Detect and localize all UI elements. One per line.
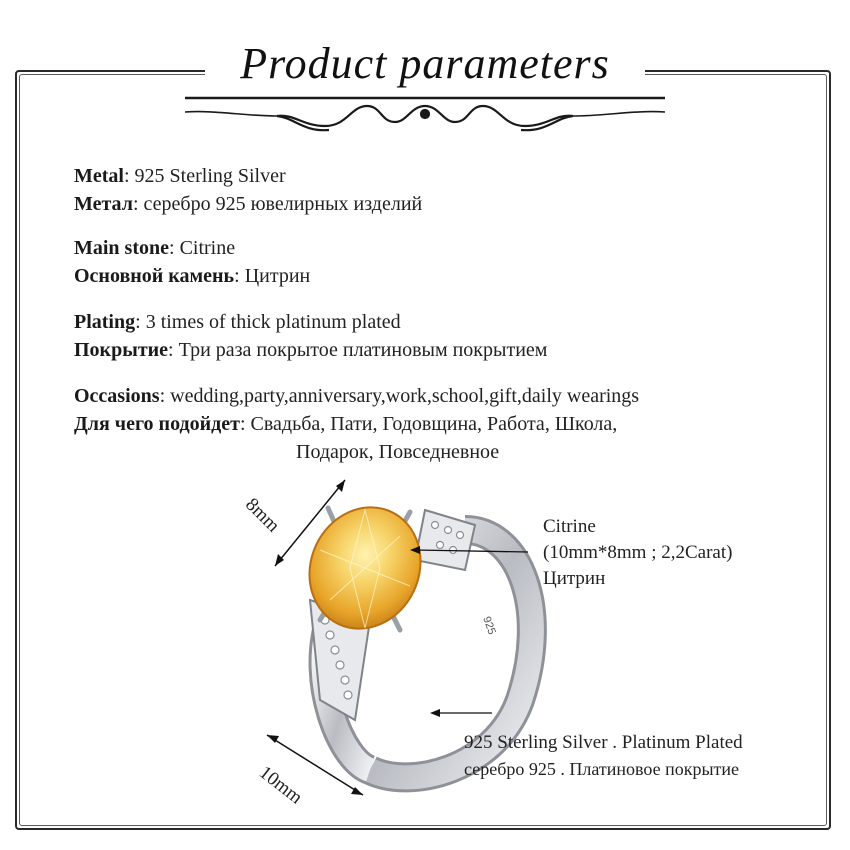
spec-value: Citrine bbox=[179, 237, 236, 259]
spec-label: Main stone bbox=[74, 237, 169, 259]
spec-metal-ru: Метал: серебро 925 ювелирных изделий bbox=[74, 191, 422, 217]
stone-size-label: (10mm*8mm ; 2,2Carat) bbox=[543, 542, 733, 563]
page-title: Product parameters bbox=[240, 39, 610, 88]
band-label-ru: серебро 925 . Платиновое покрытие bbox=[464, 759, 740, 779]
spec-label: Метал bbox=[74, 193, 133, 215]
spec-value: 3 times of thick platinum plated bbox=[145, 311, 401, 333]
arrow-head-icon bbox=[430, 709, 440, 717]
arrow-head-icon bbox=[336, 480, 345, 492]
leader-line-stone bbox=[414, 549, 529, 553]
spec-occasions-ru: Для чего подойдет: Свадьба, Пати, Годовщ… bbox=[74, 411, 617, 437]
spec-separator: : bbox=[123, 165, 135, 187]
band-stamp-text: 925 bbox=[480, 615, 498, 636]
arrow-head-icon bbox=[267, 735, 279, 743]
dimension-line-8mm bbox=[274, 479, 346, 567]
stone-label-en: Citrine bbox=[543, 516, 596, 537]
stone-label-ru: Цитрин bbox=[543, 568, 606, 589]
spec-stone-ru: Основной камень: Цитрин bbox=[74, 263, 310, 289]
spec-separator: : bbox=[132, 193, 144, 215]
dimension-line-10mm bbox=[266, 734, 364, 796]
spec-occasions-ru-continuation: Подарок, Повседневное bbox=[296, 441, 500, 463]
spec-separator: : bbox=[135, 311, 146, 333]
spec-separator: : bbox=[159, 385, 171, 407]
spec-metal-en: Metal: 925 Sterling Silver bbox=[74, 163, 286, 189]
spec-value: Три раза покрытое платиновым покрытием bbox=[178, 339, 548, 361]
spec-label: Для чего подойдет bbox=[74, 413, 240, 435]
spec-separator: : bbox=[168, 339, 179, 361]
spec-label: Metal bbox=[74, 165, 124, 187]
spec-label: Plating bbox=[74, 311, 136, 333]
arrow-head-icon bbox=[410, 546, 420, 554]
spec-label: Покрытие bbox=[74, 339, 169, 361]
spec-value: wedding,party,anniversary,work,school,gi… bbox=[170, 385, 640, 407]
arrow-head-icon bbox=[351, 787, 363, 795]
spec-value: Свадьба, Пати, Годовщина, Работа, Школа, bbox=[250, 413, 618, 435]
spec-occasions-en: Occasions: wedding,party,anniversary,wor… bbox=[74, 383, 639, 409]
spec-label: Occasions bbox=[74, 385, 160, 407]
spec-label: Основной камень bbox=[74, 265, 235, 287]
spec-separator: : bbox=[234, 265, 245, 287]
flourish-ornament-icon bbox=[185, 96, 665, 132]
spec-separator: : bbox=[239, 413, 251, 435]
spec-separator: : bbox=[169, 237, 180, 259]
spec-value: Цитрин bbox=[244, 265, 311, 287]
arrow-head-icon bbox=[275, 554, 284, 566]
spec-plating-en: Plating: 3 times of thick platinum plate… bbox=[74, 309, 401, 335]
spec-plating-ru: Покрытие: Три раза покрытое платиновым п… bbox=[74, 337, 547, 363]
citrine-ring-illustration: 925 bbox=[266, 479, 547, 796]
band-label-en: 925 Sterling Silver . Platinum Plated bbox=[464, 732, 743, 753]
spec-value: серебро 925 ювелирных изделий bbox=[143, 193, 423, 215]
title-gap bbox=[205, 60, 645, 82]
spec-stone-en: Main stone: Citrine bbox=[74, 235, 235, 261]
spec-value: 925 Sterling Silver bbox=[134, 165, 286, 187]
